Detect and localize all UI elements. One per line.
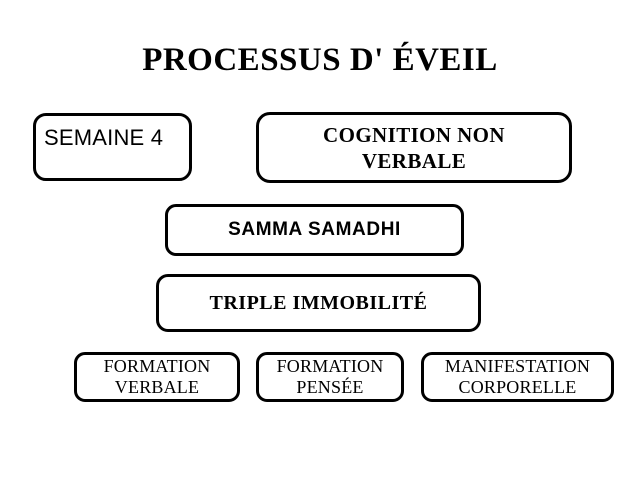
node-samma-samadhi[interactable]: SAMMA SAMADHI bbox=[165, 204, 464, 256]
node-cognition-line-1: COGNITION NON bbox=[323, 122, 505, 147]
node-semaine-4-label: SEMAINE 4 bbox=[44, 125, 164, 150]
node-cognition-non-verbale-label: COGNITION NON VERBALE bbox=[259, 122, 569, 174]
node-formation-verbale-line-1: FORMATION bbox=[103, 356, 211, 376]
page-title: PROCESSUS D' ÉVEIL bbox=[142, 42, 498, 78]
node-formation-verbale-label: FORMATION VERBALE bbox=[77, 356, 237, 398]
node-formation-pensee-line-1: FORMATION bbox=[276, 356, 384, 376]
node-manifestation-corporelle-line-2: CORPORELLE bbox=[458, 377, 577, 397]
node-manifestation-corporelle[interactable]: MANIFESTATION CORPORELLE bbox=[421, 352, 614, 402]
node-manifestation-corporelle-label: MANIFESTATION CORPORELLE bbox=[424, 356, 611, 398]
node-triple-immobilite-label: TRIPLE IMMOBILITÉ bbox=[209, 292, 428, 314]
node-formation-verbale-line-2: VERBALE bbox=[114, 377, 200, 397]
node-triple-immobilite[interactable]: TRIPLE IMMOBILITÉ bbox=[156, 274, 481, 332]
node-formation-pensee-label: FORMATION PENSÉE bbox=[259, 356, 401, 398]
node-formation-pensee-line-2: PENSÉE bbox=[296, 377, 364, 397]
node-formation-verbale[interactable]: FORMATION VERBALE bbox=[74, 352, 240, 402]
node-formation-pensee[interactable]: FORMATION PENSÉE bbox=[256, 352, 404, 402]
node-samma-samadhi-label: SAMMA SAMADHI bbox=[228, 219, 401, 240]
node-semaine-4[interactable]: SEMAINE 4 bbox=[33, 113, 192, 181]
node-manifestation-corporelle-line-1: MANIFESTATION bbox=[444, 356, 591, 376]
node-cognition-non-verbale[interactable]: COGNITION NON VERBALE bbox=[256, 112, 572, 183]
node-cognition-line-2: VERBALE bbox=[361, 148, 467, 173]
